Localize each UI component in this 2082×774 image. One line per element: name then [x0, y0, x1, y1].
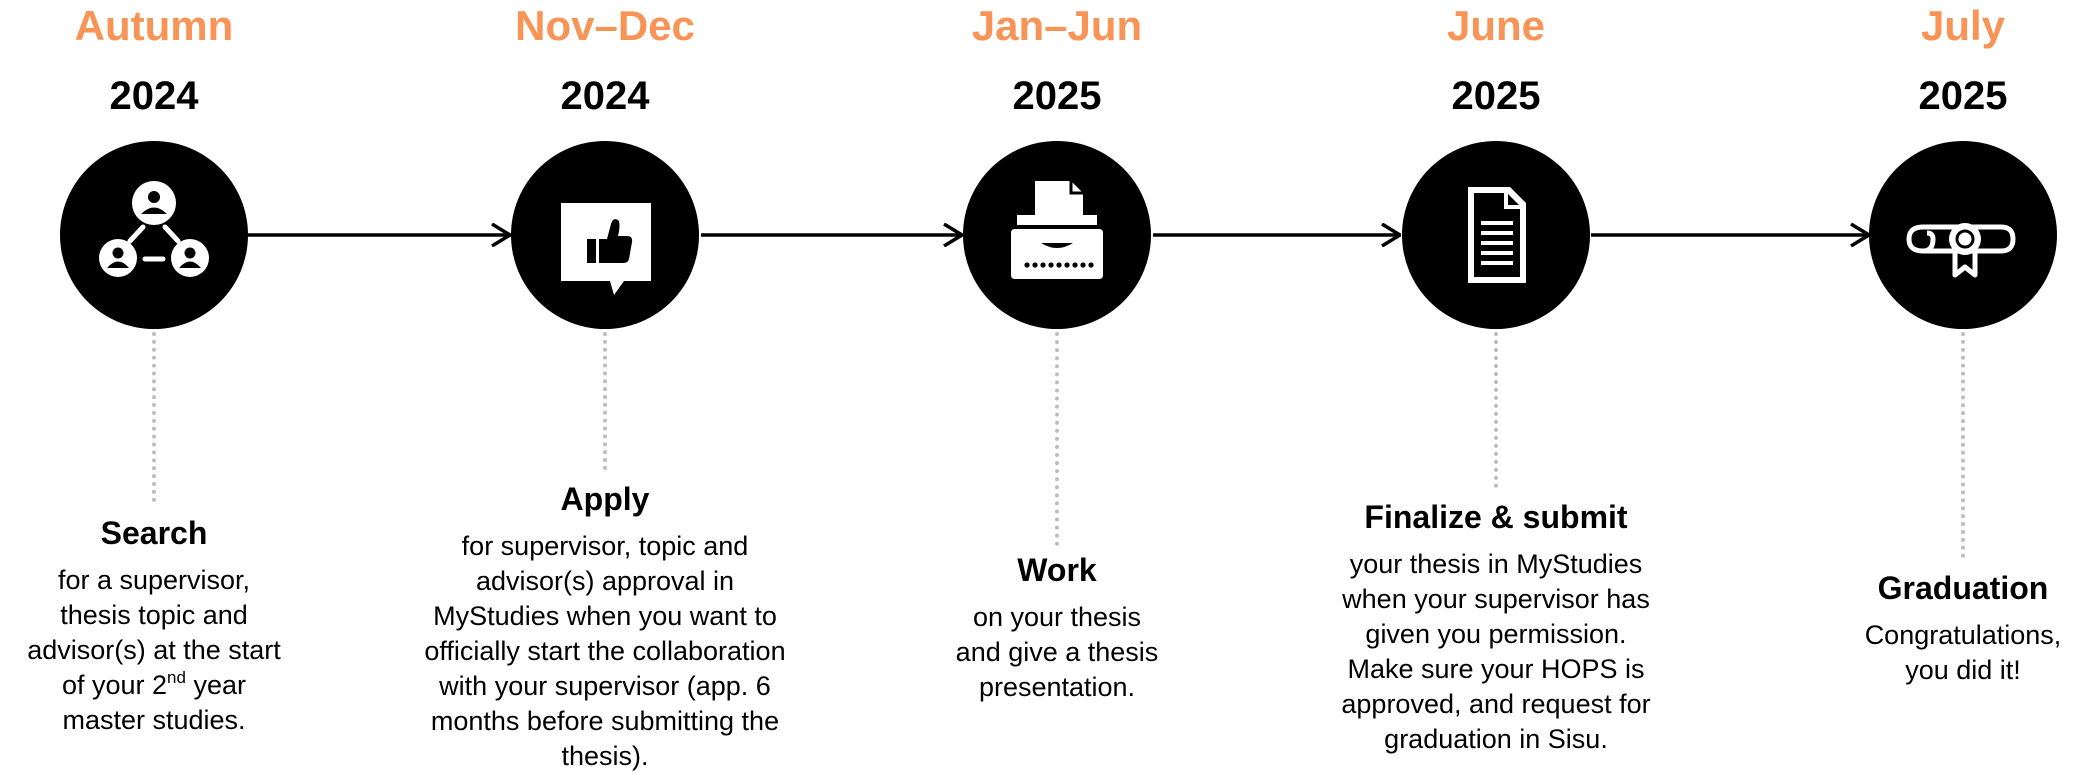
step-text-line: Congratulations, — [1864, 620, 2062, 650]
step-title: Apply — [560, 481, 650, 517]
diploma-icon — [1906, 223, 2016, 278]
step-text-line: master studies. — [62, 705, 246, 735]
step-node — [1402, 141, 1590, 329]
step-text-line: of your 2nd year — [0, 668, 374, 703]
step-connector — [603, 332, 607, 470]
step-text-line: advisor(s) approval in — [475, 566, 735, 596]
step-text-line: thesis). — [561, 741, 649, 771]
step-year: 2024 — [109, 74, 199, 118]
step-node — [60, 141, 248, 329]
step-text-fragment: year — [185, 670, 246, 700]
step-text-line: with your supervisor (app. 6 — [439, 671, 771, 701]
step-title: Finalize & submit — [1364, 499, 1628, 535]
step-description: Work on your thesis and give a thesis pr… — [837, 550, 1277, 705]
step-period: Autumn — [74, 2, 234, 49]
step-connector — [152, 332, 156, 502]
people-network-icon — [99, 181, 209, 277]
step-text-line: months before submitting the — [430, 706, 780, 736]
step-node — [1869, 141, 2057, 329]
typewriter-icon — [1011, 181, 1103, 279]
step-text: for a supervisor, thesis topic and advis… — [0, 563, 374, 738]
step-period: July — [1920, 2, 2006, 49]
step-text-line: thesis topic and — [60, 600, 248, 630]
step-text-line: and give a thesis — [955, 637, 1159, 667]
step-text: on your thesis and give a thesis present… — [837, 600, 1277, 705]
step-period: June — [1446, 2, 1546, 49]
step-text-line: when your supervisor has — [1342, 584, 1650, 614]
step-text: for supervisor, topic and advisor(s) app… — [385, 529, 825, 774]
step-period: Nov–Dec — [515, 2, 695, 49]
step-connector — [1961, 332, 1965, 558]
step-year: 2025 — [1451, 74, 1541, 118]
step-title: Work — [1017, 552, 1097, 588]
step-title: Graduation — [1877, 570, 2049, 606]
step-text-superscript: nd — [167, 668, 186, 687]
step-text-line: on your thesis — [972, 602, 1142, 632]
step-text-fragment: of your 2 — [61, 670, 168, 700]
step-description: Finalize & submit your thesis in MyStudi… — [1276, 497, 1716, 757]
step-description: Search for a supervisor, thesis topic an… — [0, 513, 374, 738]
step-text-line: Make sure your HOPS is — [1347, 654, 1645, 684]
step-text-line: advisor(s) at the start — [27, 635, 281, 665]
step-text-line: approved, and request for — [1341, 689, 1651, 719]
step-text-line: officially start the collaboration — [424, 636, 786, 666]
step-text-line: for a supervisor, — [57, 565, 251, 595]
step-connector — [1494, 332, 1498, 488]
step-text-line: MyStudies when you want to — [433, 601, 777, 631]
step-year: 2024 — [560, 74, 650, 118]
step-text-line: graduation in Sisu. — [1384, 724, 1608, 754]
step-text-line: you did it! — [1905, 655, 2021, 685]
step-year: 2025 — [1012, 74, 1102, 118]
step-text-line: your thesis in MyStudies — [1349, 549, 1643, 579]
step-period: Jan–Jun — [971, 2, 1143, 49]
step-node — [511, 141, 699, 329]
step-text: your thesis in MyStudies when your super… — [1276, 547, 1716, 757]
document-icon — [1468, 187, 1526, 283]
step-node — [963, 141, 1151, 329]
step-connector — [1055, 332, 1059, 546]
step-text-line: for supervisor, topic and — [461, 531, 749, 561]
step-description: Graduation Congratulations, you did it! — [1743, 568, 2082, 688]
step-text-line: given you permission. — [1365, 619, 1627, 649]
step-title: Search — [100, 515, 208, 551]
step-year: 2025 — [1918, 74, 2008, 118]
step-text-line: presentation. — [978, 672, 1136, 702]
thumbs-up-speech-bubble-icon — [561, 203, 651, 295]
step-description: Apply for supervisor, topic and advisor(… — [385, 479, 825, 774]
step-text: Congratulations, you did it! — [1743, 618, 2082, 688]
